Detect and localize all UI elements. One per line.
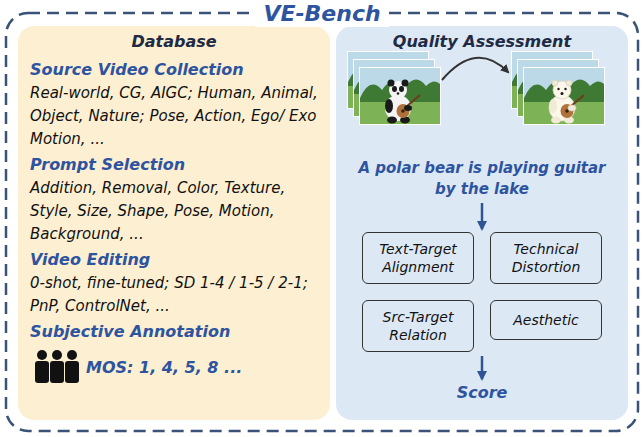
criterion-box: Technical Distortion xyxy=(490,232,602,284)
criterion-box: Text-Target Alignment xyxy=(362,232,474,284)
assessment-panel: Quality AssessmentText-Target Alignment T… xyxy=(336,26,628,420)
editing-arrow xyxy=(442,58,508,80)
annotators-icon xyxy=(34,349,80,383)
database-panel-fill xyxy=(18,26,330,420)
panel-title: Quality Assessment xyxy=(344,30,620,54)
edited-video-frames xyxy=(511,51,605,125)
flow-arrow xyxy=(481,203,484,229)
criterion-box: Src-Target Relation xyxy=(362,300,474,352)
flow-arrow xyxy=(481,356,484,379)
section-body: Addition, Removal, Color, Texture, Style… xyxy=(30,177,318,246)
assessment-panel-fill xyxy=(336,26,628,420)
criterion-box: Aesthetic xyxy=(490,300,602,340)
section-heading: Video Editing xyxy=(30,248,318,272)
diagram-title: VE-Bench xyxy=(255,1,388,27)
box-text: Aesthetic xyxy=(513,311,579,329)
section-heading: Source Video Collection xyxy=(30,58,318,82)
box-text: Text-Target Alignment xyxy=(367,240,469,276)
section-heading: Prompt Selection xyxy=(30,153,318,177)
database-panel: DatabaseSource Video CollectionReal-worl… xyxy=(18,26,330,420)
prompt-caption: A polar bear is playing guitar by the la… xyxy=(347,158,617,200)
score-label: Score xyxy=(432,382,532,404)
section-heading: Subjective Annotation xyxy=(30,320,318,344)
panel-title: Database xyxy=(30,30,318,54)
mos-line: MOS: 1, 4, 5, 8 ... xyxy=(86,356,318,380)
box-text: Technical Distortion xyxy=(495,240,597,276)
section-body: Real-world, CG, AIGC; Human, Animal, Obj… xyxy=(30,82,318,151)
section-body: 0-shot, fine-tuned; SD 1-4 / 1-5 / 2-1; … xyxy=(30,272,318,318)
box-text: Src-Target Relation xyxy=(367,308,469,344)
source-video-frames xyxy=(347,51,441,125)
outer-frame xyxy=(6,13,638,431)
